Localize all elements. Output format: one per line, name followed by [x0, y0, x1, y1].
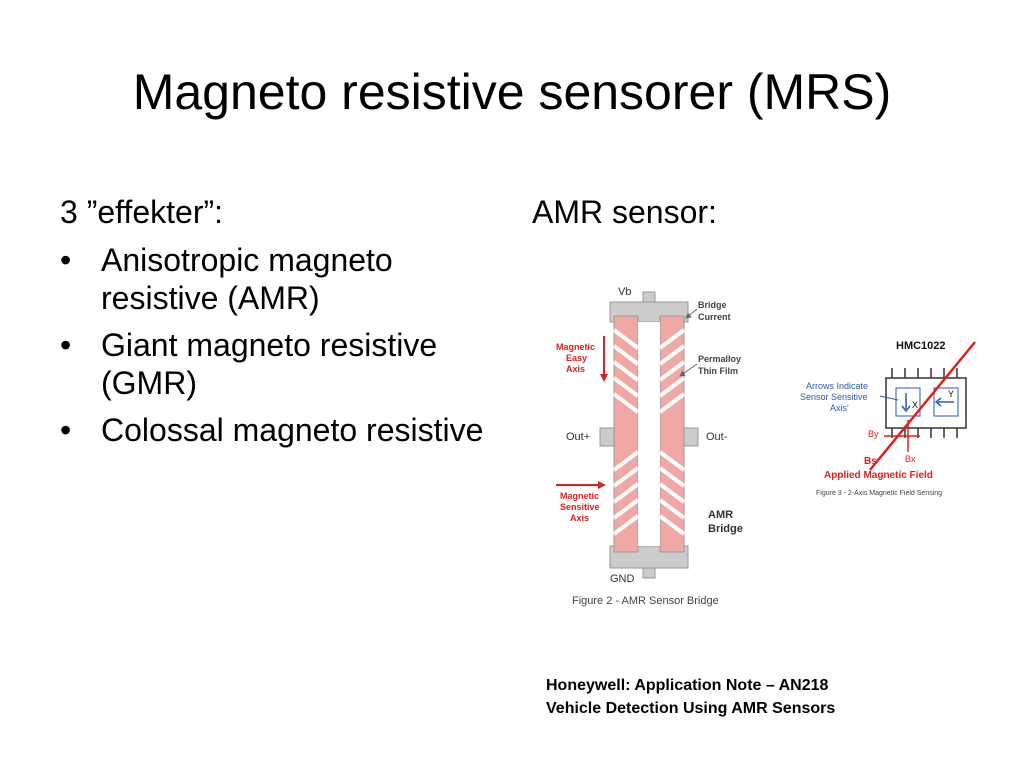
easy-axis-label-3: Axis — [566, 364, 585, 374]
slide-title: Magneto resistive sensorer (MRS) — [132, 64, 892, 120]
bridge-center-gap — [638, 322, 660, 546]
effect-item-label: Colossal magneto resistive — [101, 412, 484, 448]
hmc1022-diagram: HMC1022 X Y Arrows Indicate — [800, 340, 976, 497]
bs-label: Bs — [864, 456, 877, 467]
arrows-note-leader — [879, 395, 899, 401]
vb-label: Vb — [618, 286, 631, 298]
left-lower-barber-poles — [612, 450, 640, 536]
right-lower-barber-poles — [658, 450, 686, 536]
x-axis-label: X — [912, 400, 918, 410]
source-citation: Honeywell: Application Note – AN218 Vehi… — [546, 674, 835, 720]
citation-line-2: Vehicle Detection Using AMR Sensors — [546, 700, 836, 717]
chip-pins-top — [891, 368, 958, 378]
amr-bridge-label-1: AMR — [708, 509, 733, 521]
amr-figures: Vb GND Out+ Out- Bridge Current Permallo… — [556, 286, 976, 607]
permalloy-label-1: Permalloy — [698, 354, 741, 364]
vb-terminal-pad — [642, 291, 656, 303]
permalloy-label-2: Thin Film — [698, 366, 738, 376]
effects-column: 3 ”effekter”: • Anisotropic magneto resi… — [60, 192, 490, 458]
figure3-caption: Figure 3 - 2-Axis Magnetic Field Sensing — [816, 490, 942, 497]
left-upper-barber-poles — [612, 328, 640, 414]
sensitive-axis-label-1: Magnetic — [560, 491, 599, 501]
sensitive-axis-label-3: Axis — [570, 513, 589, 523]
effects-list: • Anisotropic magneto resistive (AMR) • … — [60, 241, 490, 449]
sensitive-axis-label-2: Sensitive — [560, 502, 600, 512]
bridge-current-leader — [685, 308, 698, 319]
out-plus-label: Out+ — [566, 431, 590, 443]
amr-bridge-diagram: Vb GND Out+ Out- Bridge Current Permallo… — [556, 286, 743, 607]
by-label: By — [868, 429, 879, 439]
gnd-label: GND — [610, 573, 635, 585]
out-minus-label: Out- — [706, 431, 728, 443]
arrows-note-line-3: Axis' — [830, 403, 849, 413]
effect-item-label: Anisotropic magneto resistive (AMR) — [101, 242, 393, 316]
amr-bridge-label-2: Bridge — [708, 523, 743, 535]
out-minus-pad — [683, 427, 699, 447]
y-arrowhead-icon — [934, 397, 942, 407]
bullet-icon: • — [60, 412, 72, 448]
bridge-current-label-1: Bridge — [698, 300, 727, 310]
bx-label: Bx — [905, 454, 916, 464]
effect-item-amr: • Anisotropic magneto resistive (AMR) — [60, 241, 490, 317]
x-sensor-box — [895, 387, 921, 417]
figure2-caption: Figure 2 - AMR Sensor Bridge — [572, 595, 719, 607]
applied-field-label: Applied Magnetic Field — [824, 470, 933, 481]
citation-line-1: Honeywell: Application Note – AN218 — [546, 677, 829, 694]
out-plus-pad — [599, 427, 615, 447]
arrows-note-line-1: Arrows Indicate — [806, 381, 868, 391]
easy-axis-label-2: Easy — [566, 353, 587, 363]
y-axis-label: Y — [948, 389, 954, 399]
bullet-icon: • — [60, 327, 72, 363]
bullet-icon: • — [60, 242, 72, 278]
right-upper-barber-poles — [658, 328, 686, 414]
permalloy-leader — [679, 363, 698, 377]
easy-axis-label-1: Magnetic — [556, 342, 595, 352]
effect-item-label: Giant magneto resistive (GMR) — [101, 327, 438, 401]
effect-item-cmr: • Colossal magneto resistive — [60, 411, 490, 449]
y-sensor-box — [933, 387, 959, 417]
effect-item-gmr: • Giant magneto resistive (GMR) — [60, 326, 490, 402]
effects-intro: 3 ”effekter”: — [60, 194, 224, 230]
arrows-note-line-2: Sensor Sensitive — [800, 392, 868, 402]
gnd-terminal-pad — [642, 567, 656, 579]
applied-field-line — [869, 341, 976, 471]
hmc1022-chip-label: HMC1022 — [896, 340, 946, 352]
bridge-current-label-2: Current — [698, 312, 731, 322]
amr-sensor-heading: AMR sensor: — [532, 194, 717, 230]
x-arrowhead-icon — [901, 405, 911, 413]
